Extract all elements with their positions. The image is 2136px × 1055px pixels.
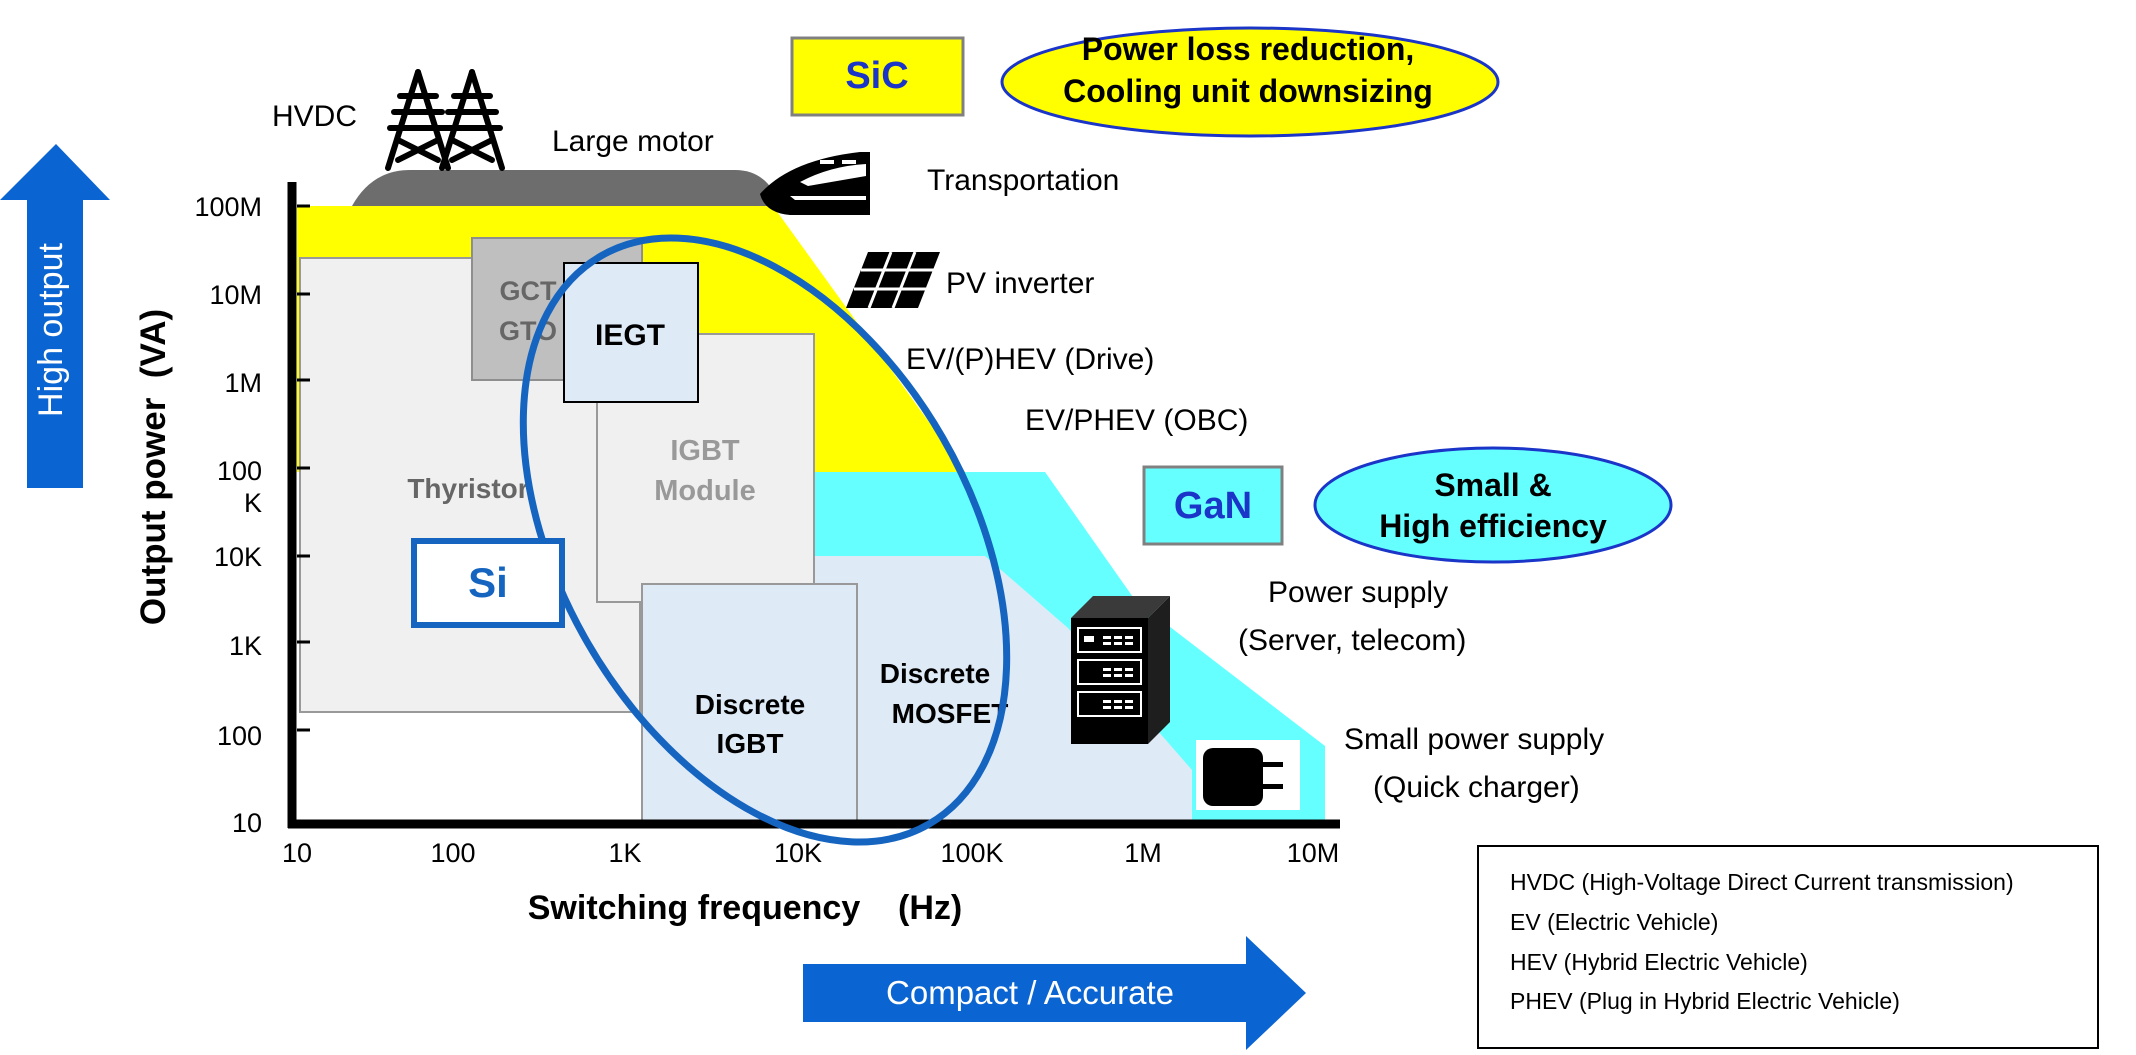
- si-ellipse: [519, 234, 1011, 846]
- sic-ellipse: [1000, 26, 1500, 138]
- ev-obc-label: EV/PHEV (OBC): [1025, 404, 1248, 437]
- si-label: Si: [468, 559, 508, 606]
- si-label-box: [411, 538, 565, 628]
- sic-ellipse-line2: Cooling unit downsizing: [1063, 73, 1433, 109]
- high-output-label: High output: [32, 242, 70, 416]
- discrete-igbt-box: [641, 583, 858, 823]
- iegt-label: IEGT: [595, 319, 665, 352]
- legend-item-hvdc: HVDC (High-Voltage Direct Current transm…: [1510, 869, 2014, 895]
- gan-ellipse: [1313, 446, 1673, 564]
- gan-ellipse-line1: Small &: [1434, 467, 1551, 503]
- sic-label: SiC: [845, 55, 908, 97]
- x-tick-10k: 10K: [774, 838, 822, 868]
- x-tick-1m: 1M: [1124, 838, 1162, 868]
- y-tick-100m: 100M: [194, 192, 262, 222]
- small-supply-label-2: (Quick charger): [1373, 771, 1580, 804]
- solar-panel-icon: [846, 251, 940, 309]
- discrete-mosfet-label-1: Discrete: [880, 658, 991, 689]
- power-supply-label-2: (Server, telecom): [1238, 624, 1466, 657]
- x-tick-100k: 100K: [940, 838, 1003, 868]
- sic-ellipse-line1: Power loss reduction,: [1082, 31, 1415, 67]
- x-tick-10m: 10M: [1287, 838, 1340, 868]
- y-tick-100: 100: [217, 721, 262, 751]
- large-motor-label: Large motor: [552, 125, 714, 158]
- gan-label: GaN: [1174, 485, 1252, 527]
- hvdc-label: HVDC: [272, 100, 357, 133]
- x-tick-100: 100: [430, 838, 475, 868]
- y-tick-10k: 10K: [214, 542, 262, 572]
- y-tick-1m: 1M: [224, 368, 262, 398]
- x-tick-1k: 1K: [608, 838, 641, 868]
- pv-inverter-label: PV inverter: [946, 267, 1094, 300]
- y-tick-10: 10: [232, 808, 262, 838]
- legend-item-phev: PHEV (Plug in Hybrid Electric Vehicle): [1510, 988, 1900, 1014]
- gto-label: GTO: [499, 316, 557, 346]
- small-supply-label-1: Small power supply: [1344, 723, 1604, 756]
- x-tick-10: 10: [282, 838, 312, 868]
- sic-label-box: [790, 36, 965, 117]
- y-tick-100k-a: 100: [217, 456, 262, 486]
- discrete-mosfet-label-2: MOSFET: [892, 698, 1009, 729]
- large-motor-band: [352, 170, 780, 206]
- y-tick-1k: 1K: [229, 631, 262, 661]
- discrete-igbt-label-2: IGBT: [717, 728, 784, 759]
- high-output-arrow: High output: [0, 144, 110, 488]
- transportation-label: Transportation: [927, 164, 1119, 197]
- igbt-module-label-1: IGBT: [670, 435, 740, 467]
- y-tick-10m: 10M: [209, 280, 262, 310]
- abbreviation-legend-box: [1477, 845, 2099, 1049]
- compact-accurate-arrow: Compact / Accurate: [803, 936, 1306, 1050]
- thyristor-label: Thyristor: [407, 473, 528, 504]
- gan-label-box: [1142, 465, 1284, 546]
- legend-item-hev: HEV (Hybrid Electric Vehicle): [1510, 949, 1808, 975]
- y-axis-title: Output power (VA): [134, 309, 173, 625]
- ev-drive-label: EV/(P)HEV (Drive): [906, 343, 1154, 376]
- transmission-tower-icon: [385, 69, 505, 171]
- gct-label: GCT: [500, 276, 558, 306]
- iegt-box: [563, 262, 699, 403]
- power-supply-label-1: Power supply: [1268, 576, 1448, 609]
- discrete-igbt-label-1: Discrete: [695, 689, 806, 720]
- train-icon: [760, 152, 870, 215]
- charger-icon: [1196, 740, 1300, 810]
- y-tick-100k-b: K: [244, 488, 262, 518]
- gan-ellipse-line2: High efficiency: [1379, 508, 1607, 544]
- legend-item-ev: EV (Electric Vehicle): [1510, 909, 1718, 935]
- server-rack-icon: [1071, 596, 1170, 744]
- chart-axes: [287, 182, 1340, 829]
- x-axis-title: Switching frequency (Hz): [528, 889, 962, 927]
- igbt-module-label-2: Module: [654, 475, 756, 507]
- compact-accurate-label: Compact / Accurate: [886, 974, 1174, 1011]
